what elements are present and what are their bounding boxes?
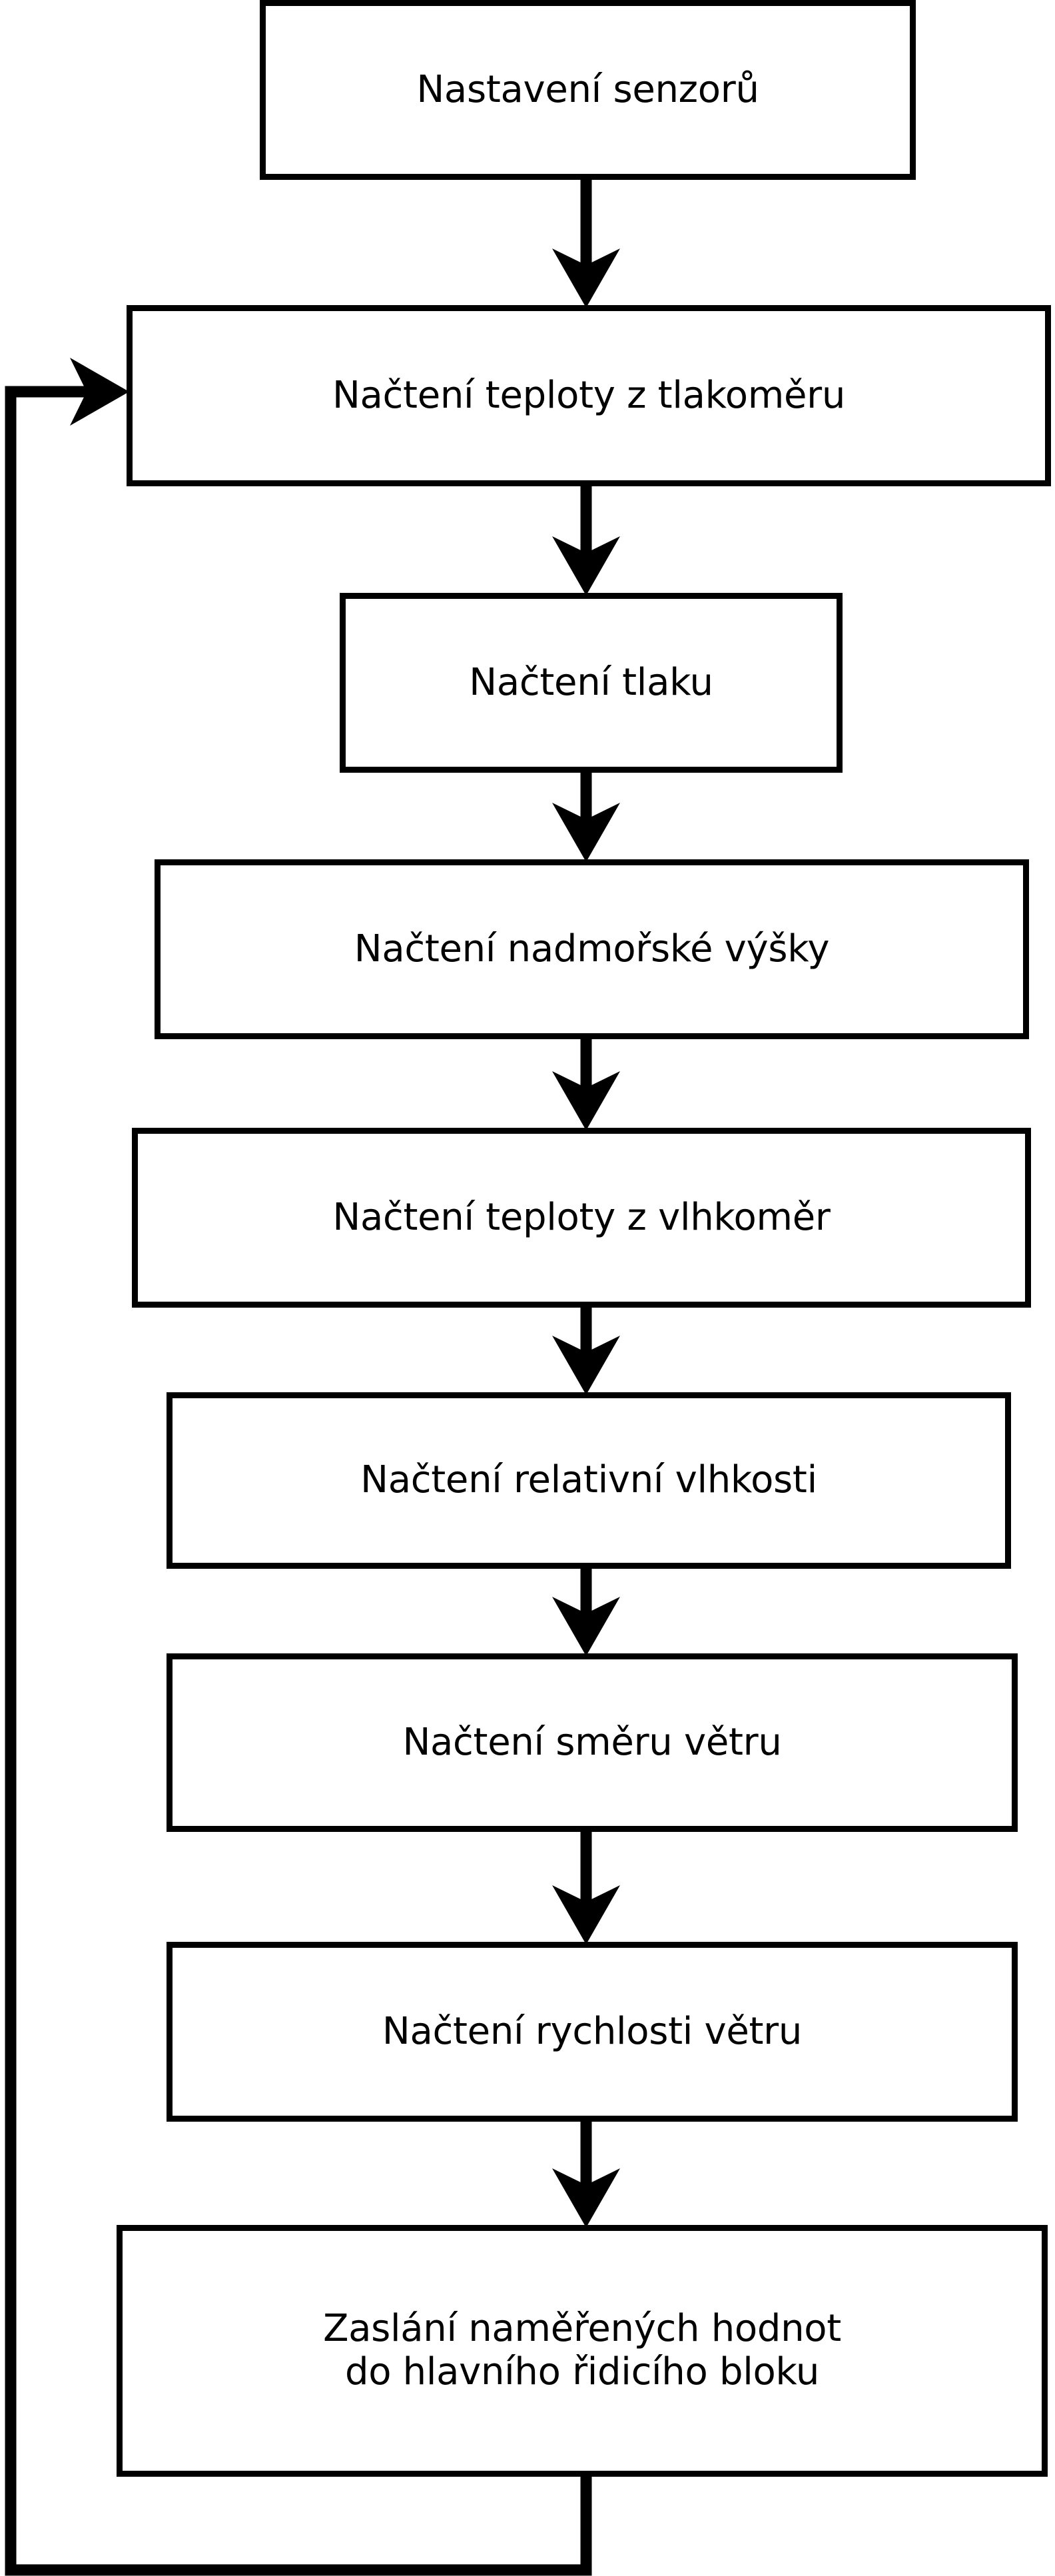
node-label: Načtení rychlosti větru xyxy=(382,2009,803,2053)
connector-feedback-loop-n9-to-n2 xyxy=(5,358,592,2576)
node-label: Načtení tlaku xyxy=(469,660,713,704)
connector-n1-to-n2 xyxy=(552,180,620,308)
node-label: Načtení nadmořské výšky xyxy=(354,927,830,971)
node-label: Nastavení senzorů xyxy=(416,67,759,111)
node-label: Zaslání naměřených hodnot do hlavního ři… xyxy=(323,2307,841,2393)
connector-n2-to-n3 xyxy=(552,486,620,596)
node-label: Načtení teploty z vlhkoměr xyxy=(332,1195,831,1239)
connector-n3-to-n4 xyxy=(552,773,620,862)
process-node-nacteni-smeru-vetru[interactable]: Načtení směru větru xyxy=(167,1653,1018,1832)
node-label: Načtení relativní vlhkosti xyxy=(360,1458,817,1502)
process-node-zaslani-namerenych-hodnot[interactable]: Zaslání naměřených hodnot do hlavního ři… xyxy=(117,2225,1048,2477)
process-node-nacteni-tlaku[interactable]: Načtení tlaku xyxy=(340,593,843,773)
process-node-nacteni-nadmorske-vysky[interactable]: Načtení nadmořské výšky xyxy=(155,859,1029,1039)
connector-n8-to-n9 xyxy=(552,2122,620,2228)
connector-n4-to-n5 xyxy=(552,1039,620,1130)
process-node-nacteni-relativni-vlhkosti[interactable]: Načtení relativní vlhkosti xyxy=(167,1392,1011,1569)
node-label: Načtení teploty z tlakoměru xyxy=(332,373,846,417)
process-node-nacteni-teploty-z-tlakomeru[interactable]: Načtení teploty z tlakoměru xyxy=(127,305,1051,486)
connector-n7-to-n8 xyxy=(552,1832,620,1944)
process-node-nacteni-teploty-z-vlhkomeru[interactable]: Načtení teploty z vlhkoměr xyxy=(132,1128,1031,1308)
process-node-nastaveni-senzoru[interactable]: Nastavení senzorů xyxy=(260,0,916,180)
connector-n5-to-n6 xyxy=(552,1308,620,1395)
connector-n6-to-n7 xyxy=(552,1569,620,1656)
process-node-nacteni-rychlosti-vetru[interactable]: Načtení rychlosti větru xyxy=(167,1942,1018,2122)
node-label: Načtení směru větru xyxy=(402,1720,782,1764)
